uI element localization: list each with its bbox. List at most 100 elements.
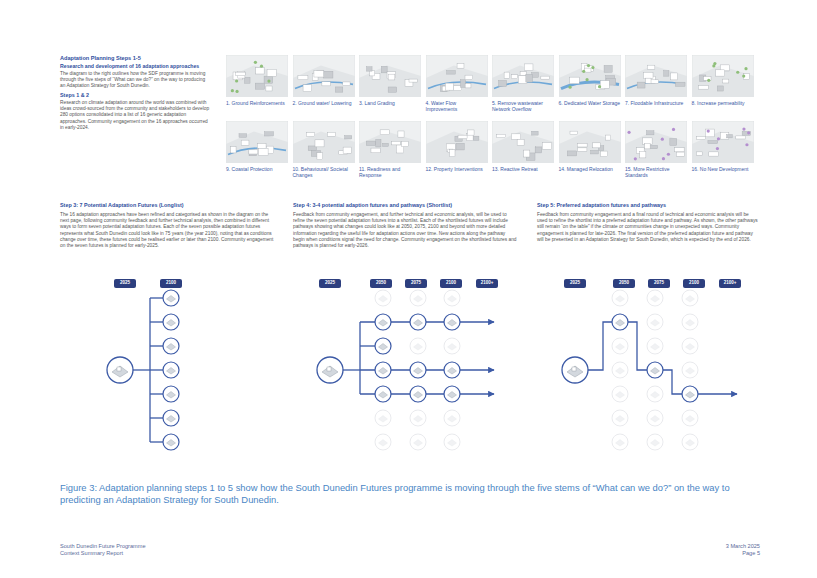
year-tag: 2075 bbox=[648, 279, 670, 288]
future-circle bbox=[444, 314, 460, 330]
year-label: 2025 bbox=[325, 281, 335, 286]
pathway-line bbox=[150, 321, 163, 322]
year-tag: 2100 bbox=[683, 279, 705, 288]
approach-illustration bbox=[293, 55, 355, 97]
tile-label: 11. Readiness and Response bbox=[359, 166, 421, 178]
faded-circle bbox=[410, 362, 426, 378]
year-label: 2025 bbox=[120, 281, 130, 286]
year-label: 2100+ bbox=[724, 281, 737, 286]
future-circle bbox=[647, 362, 663, 378]
year-tag: 2100+ bbox=[719, 279, 741, 288]
faded-circle bbox=[647, 362, 663, 378]
faded-circle bbox=[612, 386, 628, 402]
tile-label: 3. Land Grading bbox=[359, 100, 421, 106]
pathway-line bbox=[150, 417, 163, 418]
tile-label: 6. Dedicated Water Storage bbox=[559, 100, 621, 106]
faded-circle bbox=[647, 410, 663, 426]
future-circle bbox=[612, 314, 628, 330]
faded-circle bbox=[375, 386, 391, 402]
future-circle bbox=[163, 338, 179, 354]
body-text: Feedback from community engagement, and … bbox=[293, 212, 518, 249]
tile-label: 4. Water Flow Improvements bbox=[426, 100, 488, 112]
faded-circle bbox=[647, 314, 663, 330]
year-label: 2075 bbox=[411, 281, 421, 286]
body-text: Feedback from community engagement and a… bbox=[537, 212, 759, 243]
faded-circle bbox=[444, 410, 460, 426]
approach-illustration bbox=[226, 121, 288, 163]
pathway-line bbox=[588, 322, 737, 394]
pathway-line bbox=[360, 345, 375, 346]
tile-label: 1. Ground Reinforcements bbox=[226, 100, 288, 106]
year-tag: 2075 bbox=[405, 279, 427, 288]
figure-caption: Figure 3: Adaptation planning steps 1 to… bbox=[60, 482, 765, 506]
faded-circle bbox=[444, 338, 460, 354]
approach-tile: 5. Remove wastewater Network Overflow bbox=[492, 55, 554, 112]
approach-tile: 1. Ground Reinforcements bbox=[226, 55, 288, 106]
approach-illustration bbox=[492, 121, 554, 163]
approach-tile: 2. Ground water/ Lowering bbox=[293, 55, 355, 106]
faded-circle bbox=[647, 290, 663, 306]
approach-illustration bbox=[426, 121, 488, 163]
approach-illustration bbox=[692, 121, 754, 163]
faded-circle bbox=[410, 434, 426, 450]
tile-label: 13. Reactive Retreat bbox=[492, 166, 554, 172]
approach-illustration bbox=[692, 55, 754, 97]
future-circle bbox=[163, 362, 179, 378]
future-circle bbox=[375, 338, 391, 354]
approach-tile: 12. Property Interventions bbox=[426, 121, 488, 172]
footer-text: South Dunedin Future Programme bbox=[60, 543, 260, 550]
approach-tile: 10. Behavioural/ Societal Changes bbox=[293, 121, 355, 178]
faded-circle bbox=[682, 362, 698, 378]
faded-circle bbox=[444, 386, 460, 402]
tile-label: 7. Floodable Infrastructure bbox=[625, 100, 687, 106]
future-circle bbox=[163, 314, 179, 330]
faded-circle bbox=[612, 338, 628, 354]
faded-circle bbox=[682, 434, 698, 450]
future-circle bbox=[444, 386, 460, 402]
tile-label: 9. Coastal Protection bbox=[226, 166, 288, 172]
year-tag: 2050 bbox=[613, 279, 635, 288]
future-circle bbox=[163, 410, 179, 426]
section-heading: Steps 1 & 2 bbox=[60, 92, 210, 99]
future-circle bbox=[410, 362, 426, 378]
footer-text: Page 5 bbox=[560, 550, 760, 557]
year-tag: 2100+ bbox=[476, 279, 498, 288]
approach-illustration bbox=[359, 55, 421, 97]
section-heading: Step 3: 7 Potential Adaptation Futures (… bbox=[60, 202, 275, 209]
faded-circle bbox=[410, 290, 426, 306]
faded-circle bbox=[375, 434, 391, 450]
year-label: 2075 bbox=[654, 281, 664, 286]
approach-tile: 16. No New Development bbox=[692, 121, 754, 172]
future-circle bbox=[163, 386, 179, 402]
year-label: 2025 bbox=[570, 281, 580, 286]
year-tag: 2025 bbox=[114, 279, 136, 288]
year-tag: 2025 bbox=[319, 279, 341, 288]
section-heading: Step 5: Preferred adaptation futures and… bbox=[537, 202, 759, 209]
pathway-line bbox=[133, 369, 150, 370]
year-label: 2050 bbox=[619, 281, 629, 286]
approach-tile: 9. Coastal Protection bbox=[226, 121, 288, 172]
faded-circle bbox=[375, 290, 391, 306]
year-tag: 2050 bbox=[370, 279, 392, 288]
year-label: 2100 bbox=[689, 281, 699, 286]
faded-circle bbox=[612, 362, 628, 378]
tile-label: 8. Increase permeability bbox=[692, 100, 754, 106]
approach-tile: 13. Reactive Retreat bbox=[492, 121, 554, 172]
tile-label: 5. Remove wastewater Network Overflow bbox=[492, 100, 554, 112]
faded-circle bbox=[410, 386, 426, 402]
sub-heading: Research and development of 16 adaptatio… bbox=[60, 63, 210, 70]
faded-circle bbox=[682, 338, 698, 354]
faded-circle bbox=[612, 434, 628, 450]
faded-circle bbox=[375, 362, 391, 378]
approach-illustration bbox=[559, 121, 621, 163]
section-heading: Step 4: 3-4 potential adaption futures a… bbox=[293, 202, 518, 209]
faded-circle bbox=[444, 314, 460, 330]
approach-illustration bbox=[492, 55, 554, 97]
pathway-line bbox=[359, 322, 360, 394]
approach-tile: 6. Dedicated Water Storage bbox=[559, 55, 621, 106]
body-text: The 16 adaptation approaches have been r… bbox=[60, 212, 275, 249]
approach-tile: 14. Managed Relocation bbox=[559, 121, 621, 172]
year-tag: 2025 bbox=[564, 279, 586, 288]
body-text: The diagram to the right outlines how th… bbox=[60, 71, 210, 90]
year-tag: 2100 bbox=[440, 279, 462, 288]
